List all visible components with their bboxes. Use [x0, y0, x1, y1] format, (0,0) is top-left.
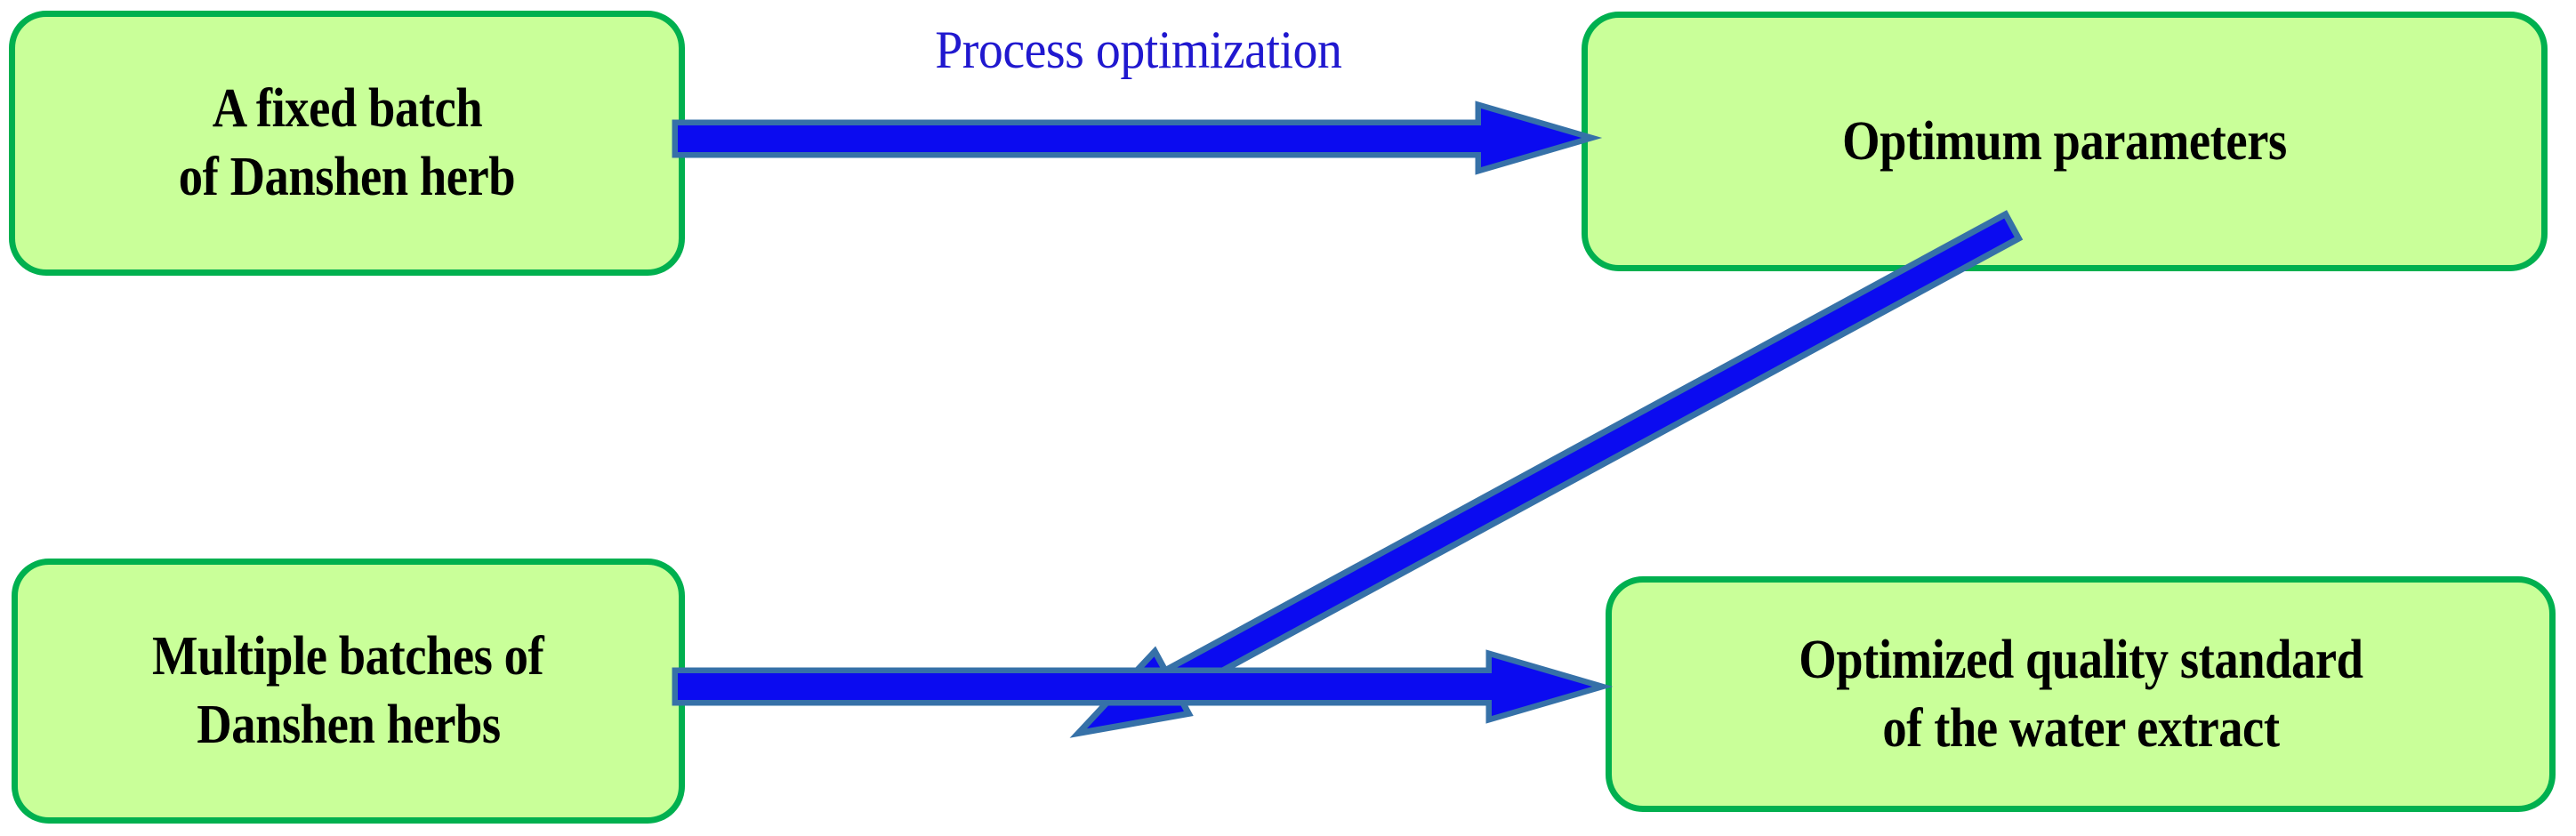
arrow-process-optimization-icon: [672, 100, 1603, 175]
edge-label-process-optimization-text: Process optimization: [935, 20, 1342, 79]
node-fixed-batch[interactable]: A fixed batch of Danshen herb: [9, 11, 685, 276]
node-optimized-standard-line-2: of the water extract: [1881, 697, 2280, 759]
node-optimized-standard-line-1: Optimized quality standard: [1798, 629, 2363, 690]
node-optimum-parameters[interactable]: Optimum parameters: [1582, 12, 2548, 271]
node-fixed-batch-line-2: of Danshen herb: [178, 147, 516, 207]
node-optimum-parameters-line-1: Optimum parameters: [1842, 110, 2287, 172]
arrow-produce-standard-icon: [672, 649, 1614, 724]
node-multiple-batches-line-1: Multiple batches of: [152, 626, 544, 687]
node-optimized-standard[interactable]: Optimized quality standard of the water …: [1606, 576, 2556, 812]
node-multiple-batches-line-2: Danshen herbs: [196, 695, 501, 755]
node-multiple-batches[interactable]: Multiple batches of Danshen herbs: [12, 559, 685, 824]
node-fixed-batch-line-1: A fixed batch: [212, 78, 482, 140]
edge-label-process-optimization: Process optimization: [818, 20, 1459, 81]
